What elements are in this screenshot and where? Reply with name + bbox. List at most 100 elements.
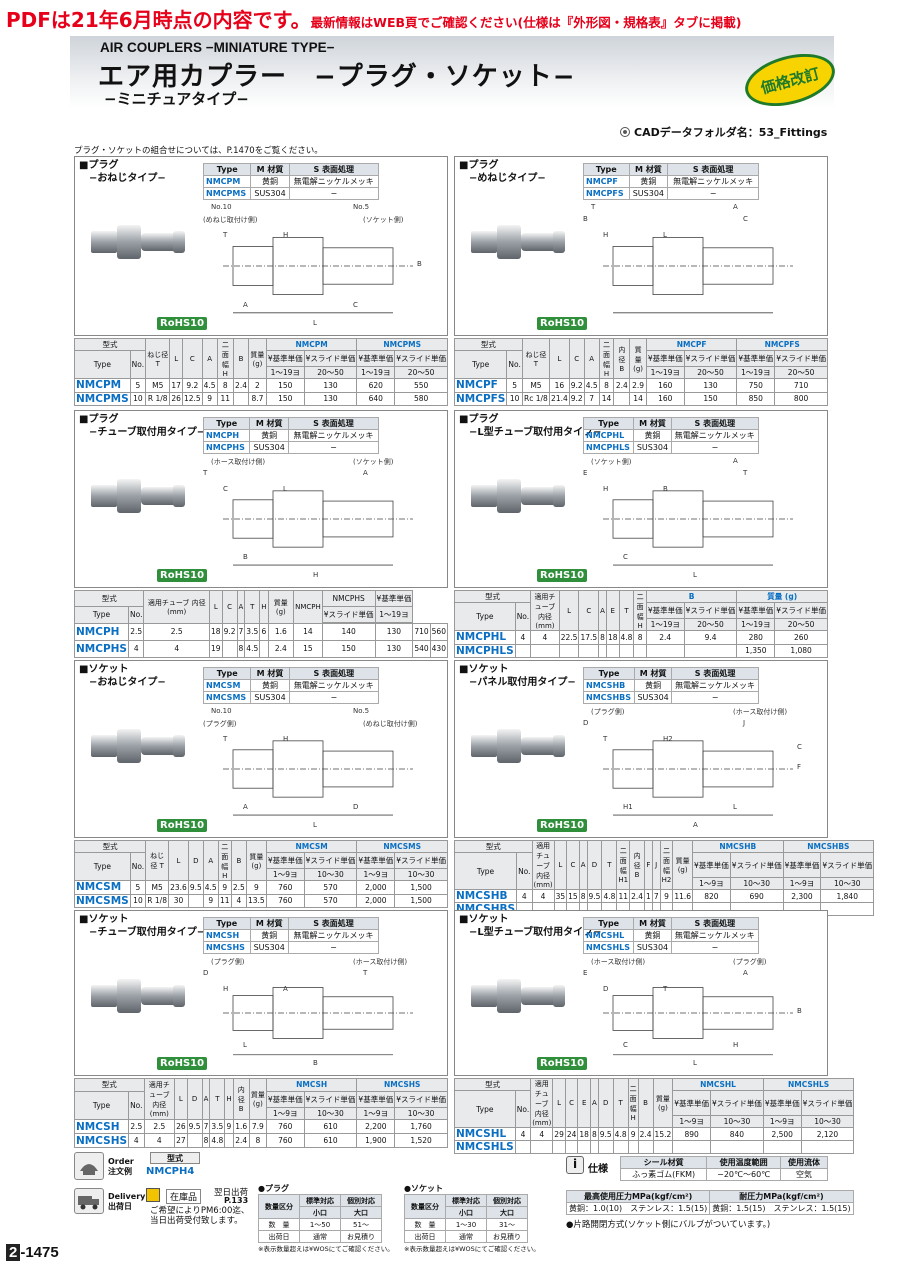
table-cell: 4 [143,639,211,659]
table-cell: 2,500 [762,1127,802,1141]
material-cell: SUS304 [633,441,672,454]
material-header: S 表面処理 [670,917,760,930]
model-code: NMCSH [73,1119,130,1135]
table-cell: 800 [774,391,828,407]
th-qty: 10〜30 [303,1106,358,1121]
drawing-label: (プラグ側) [203,720,237,728]
socket-shipping-title: ●ソケット [404,1184,443,1193]
th-dim: 適用チューブ 内径(mm) [530,1078,554,1128]
th-dim: NMCPH [293,590,323,624]
material-header: M 材質 [250,667,290,680]
th-group: B [645,589,738,604]
th-dim: A [201,337,218,380]
table-cell: 570 [303,880,358,895]
th-dim: ねじ径 T [145,839,170,882]
table-cell [552,1140,566,1154]
table-cell: 17 [169,378,183,393]
table-cell: 2.4 [232,1133,250,1148]
th-dim: F [644,840,653,890]
th: 大口 [486,1206,528,1219]
table-cell: 29 [552,1127,566,1141]
th-dim: H [259,590,269,624]
order-label: Order 注文例 [108,1157,134,1176]
drawing-label: A [693,821,698,829]
th-dim: L [552,1078,566,1128]
th-dim: E [577,1078,591,1128]
drawing-label: B [417,259,422,268]
table-cell: 4.5 [583,378,600,393]
material-cell: SUS304 [249,941,289,954]
th-dim: B [233,337,249,380]
td: 黄銅：1.5(15) ステンレス：1.5(15) [709,1202,854,1215]
table-cell: 130 [374,622,414,641]
delivery-pm-note: ご希望によりPM6:00迄、 当日出荷受付致します。 [150,1206,250,1226]
material-cell: − [288,691,380,704]
title-en: AIR COUPLERS −MINIATURE TYPE− [100,40,335,55]
table-cell: 2,000 [356,893,396,909]
th-dim: A [583,337,600,380]
th-dim: C [568,337,585,380]
model-code: NMCSHL [454,1127,516,1141]
th-price: ¥基準単価 [356,1090,396,1108]
th: 標準対応 [445,1194,487,1207]
material-cell: − [287,941,380,954]
model-code: NMCPHL [454,630,516,645]
drawing-label: (プラグ側) [733,958,767,966]
table-cell: 4 [128,1133,145,1148]
th-group: NMCSMS [356,839,448,854]
table-cell [820,902,875,916]
th-price: ¥スライド単価 [303,852,358,869]
drawing-label: (プラグ側) [211,958,245,966]
th-dim: L [174,1077,188,1121]
th-qty: ¥スライド単価 [321,605,376,623]
th-dim: L [549,337,570,380]
pressure-table: 最高使用圧力MPa(kgf/cm²)耐圧力MPa(kgf/cm²) 黄銅：1.0… [565,1190,854,1215]
th-qty: 20〜50 [774,365,828,380]
table-cell [577,1140,591,1154]
table-cell: 2.5 [143,1119,176,1135]
product-photo [83,951,195,1041]
th-qty: 1〜9ヨ [782,877,822,890]
th-dim: L [553,840,568,890]
th-model: 型式 [73,337,147,352]
table-cell [612,1140,629,1154]
table-cell: 7.9 [248,1119,267,1135]
th-group: NMCSHBS [782,840,875,853]
th-price: ¥基準単価 [736,602,776,619]
material-cell: 無電解ニッケルメッキ [287,429,380,442]
combination-note: プラグ・ソケットの組合せについては、P.1470をご覧ください。 [74,146,323,156]
table-cell [627,1140,639,1154]
drawing-label: (ソケット側) [353,458,394,466]
th-model: 型式 [73,839,147,854]
drawing-label: D [583,719,589,727]
table-cell [530,1140,554,1154]
th-group: NMCPFS [736,337,828,352]
th-dim: 二面幅 H [217,839,232,882]
table-cell: 150 [683,391,738,407]
th-no: No. [506,350,523,380]
material-header: M 材質 [249,417,289,430]
table-cell [672,1140,712,1154]
th-dim: C [181,337,203,380]
product-photo [463,951,575,1041]
table-cell: 610 [303,1133,358,1148]
material-cell: SUS304 [634,691,673,704]
td: 51〜 [340,1218,382,1231]
table-cell: 12.5 [181,391,203,407]
material-header: M 材質 [628,163,669,176]
th-qty: 1〜19ヨ [356,365,396,380]
delivery-page-link[interactable]: P.133 [224,1196,249,1205]
cad-folder: CADデータフォルダ名：53_Fittings [620,124,827,140]
th-dim: C [566,840,580,890]
table-cell: 9.2 [568,391,585,407]
th-dim: 質量 (g) [247,337,267,380]
th-price: ¥スライド単価 [800,1090,855,1116]
table-cell: 2.5 [230,880,247,895]
